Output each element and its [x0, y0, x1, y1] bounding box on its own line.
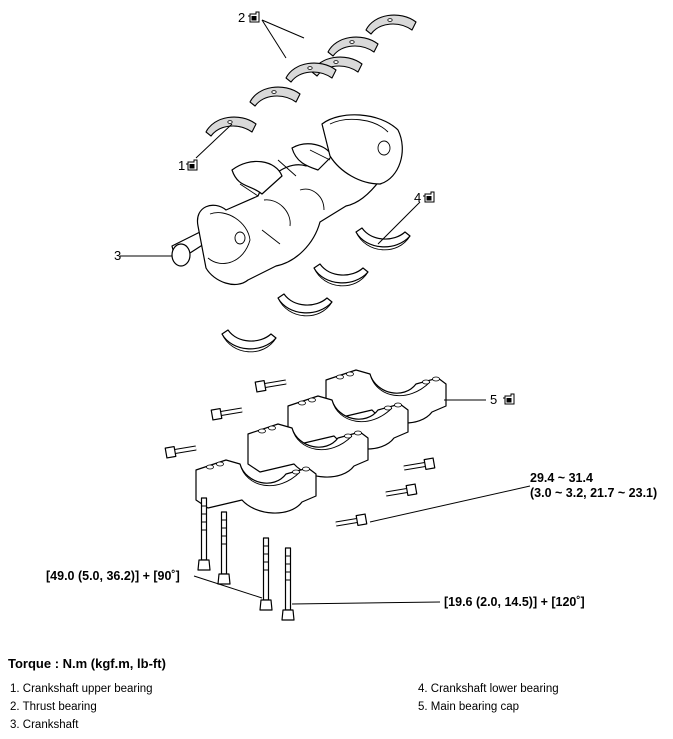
crankshaft [171, 114, 403, 285]
callout-5: 5 [490, 392, 497, 407]
cap-bolt-torque-line1: 29.4 ~ 31.4 [530, 471, 593, 485]
oil-can-icon [247, 11, 260, 23]
leader-lines [120, 19, 531, 605]
cap-bolt-torque-line2: (3.0 ~ 3.2, 21.7 ~ 23.1) [530, 486, 657, 500]
legend-item: 4. Crankshaft lower bearing [418, 683, 559, 695]
legend-item: 1. Crankshaft upper bearing [10, 683, 153, 695]
callout-1: 1 [178, 158, 185, 173]
oil-can-icon [502, 393, 515, 405]
legend-item: 5. Main bearing cap [418, 701, 520, 713]
thrust-bearing-group [285, 14, 417, 83]
upper-bearing-group [205, 86, 301, 137]
callout-4: 4 [414, 190, 421, 205]
crankshaft-exploded-diagram: 2 1 3 4 5 29.4 ~ 31.4 (3.0 ~ 3.2, 21.7 ~… [46, 10, 657, 621]
callout-2: 2 [238, 10, 245, 25]
legend-item: 2. Thrust bearing [10, 701, 97, 713]
oil-can-icon [185, 159, 198, 171]
legend-right: 4. Crankshaft lower bearing 5. Main bear… [418, 680, 559, 716]
legend-left: 1. Crankshaft upper bearing 2. Thrust be… [10, 680, 153, 734]
torque-units-heading: Torque : N.m (kgf.m, lb-ft) [8, 656, 166, 671]
main-bolt-torque-a: [49.0 (5.0, 36.2)] + [90˚] [46, 569, 180, 583]
main-bearing-bolts [197, 497, 295, 621]
legend-item: 3. Crankshaft [10, 719, 79, 731]
main-bolt-torque-b: [19.6 (2.0, 14.5)] + [120˚] [444, 595, 585, 609]
oil-can-icon [422, 191, 435, 203]
callout-3: 3 [114, 248, 121, 263]
